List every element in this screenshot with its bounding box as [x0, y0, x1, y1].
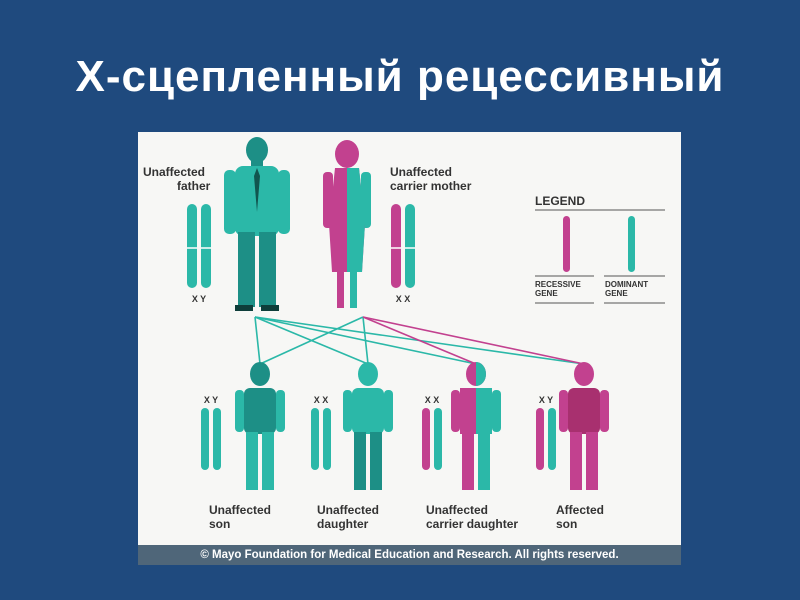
child2-label-line1: Unaffected [317, 503, 379, 517]
mother-label-line1: Unaffected [390, 165, 452, 179]
dominant-gene-swatch [628, 216, 635, 272]
legend-recessive-line1: RECESSIVE [535, 280, 581, 289]
legend: LEGEND RECESSIVE GENE DOMINANT GENE [535, 194, 665, 304]
child3-label-line1: Unaffected [426, 503, 488, 517]
child-carrier-daughter [451, 362, 501, 490]
child3-label-line2: carrier daughter [426, 517, 518, 531]
mother-label-line2: carrier mother [390, 179, 472, 193]
father-figure [224, 137, 290, 311]
mother-figure [323, 140, 371, 308]
recessive-gene-swatch [563, 216, 570, 272]
child-unaffected-son [235, 362, 285, 490]
legend-dominant-line1: DOMINANT [605, 280, 648, 289]
inheritance-lines [254, 316, 585, 365]
father-label-line1: Unaffected [143, 165, 205, 179]
child2-xx-label: X X [314, 395, 329, 405]
line-mother-son2 [362, 316, 585, 365]
father-xy-label: X Y [192, 294, 206, 304]
legend-dominant-line2: GENE [605, 289, 628, 298]
line-father-son1 [254, 316, 261, 365]
copyright-footer: © Mayo Foundation for Medical Education … [138, 545, 681, 565]
child1-label-line1: Unaffected [209, 503, 271, 517]
father-label-line2: father [177, 179, 211, 193]
child4-chromosomes [536, 408, 556, 470]
inheritance-diagram: X Y X X Unaffected father Unaffected car… [138, 132, 681, 565]
child1-xy-label: X Y [204, 395, 218, 405]
child1-chromosomes [201, 408, 221, 470]
slide-title: X-сцепленный рецессивный [75, 52, 725, 101]
child-affected-son [559, 362, 609, 490]
mother-chromosomes [391, 204, 415, 288]
line-mother-daughter1 [362, 316, 369, 365]
child2-label-line2: daughter [317, 517, 369, 531]
line-mother-son1 [259, 316, 364, 365]
child4-xy-label: X Y [539, 395, 553, 405]
line-mother-daughter2 [362, 316, 477, 365]
child-unaffected-daughter [343, 362, 393, 490]
father-chromosomes [187, 204, 211, 288]
legend-recessive-line2: GENE [535, 289, 558, 298]
child2-chromosomes [311, 408, 331, 470]
child3-chromosomes [422, 408, 442, 470]
child1-label-line2: son [209, 517, 230, 531]
child4-label-line2: son [556, 517, 577, 531]
child4-label-line1: Affected [556, 503, 604, 517]
child3-xx-label: X X [425, 395, 440, 405]
mother-xx-label: X X [396, 294, 411, 304]
pedigree-svg: X Y X X Unaffected father Unaffected car… [143, 137, 665, 531]
legend-title: LEGEND [535, 194, 585, 208]
